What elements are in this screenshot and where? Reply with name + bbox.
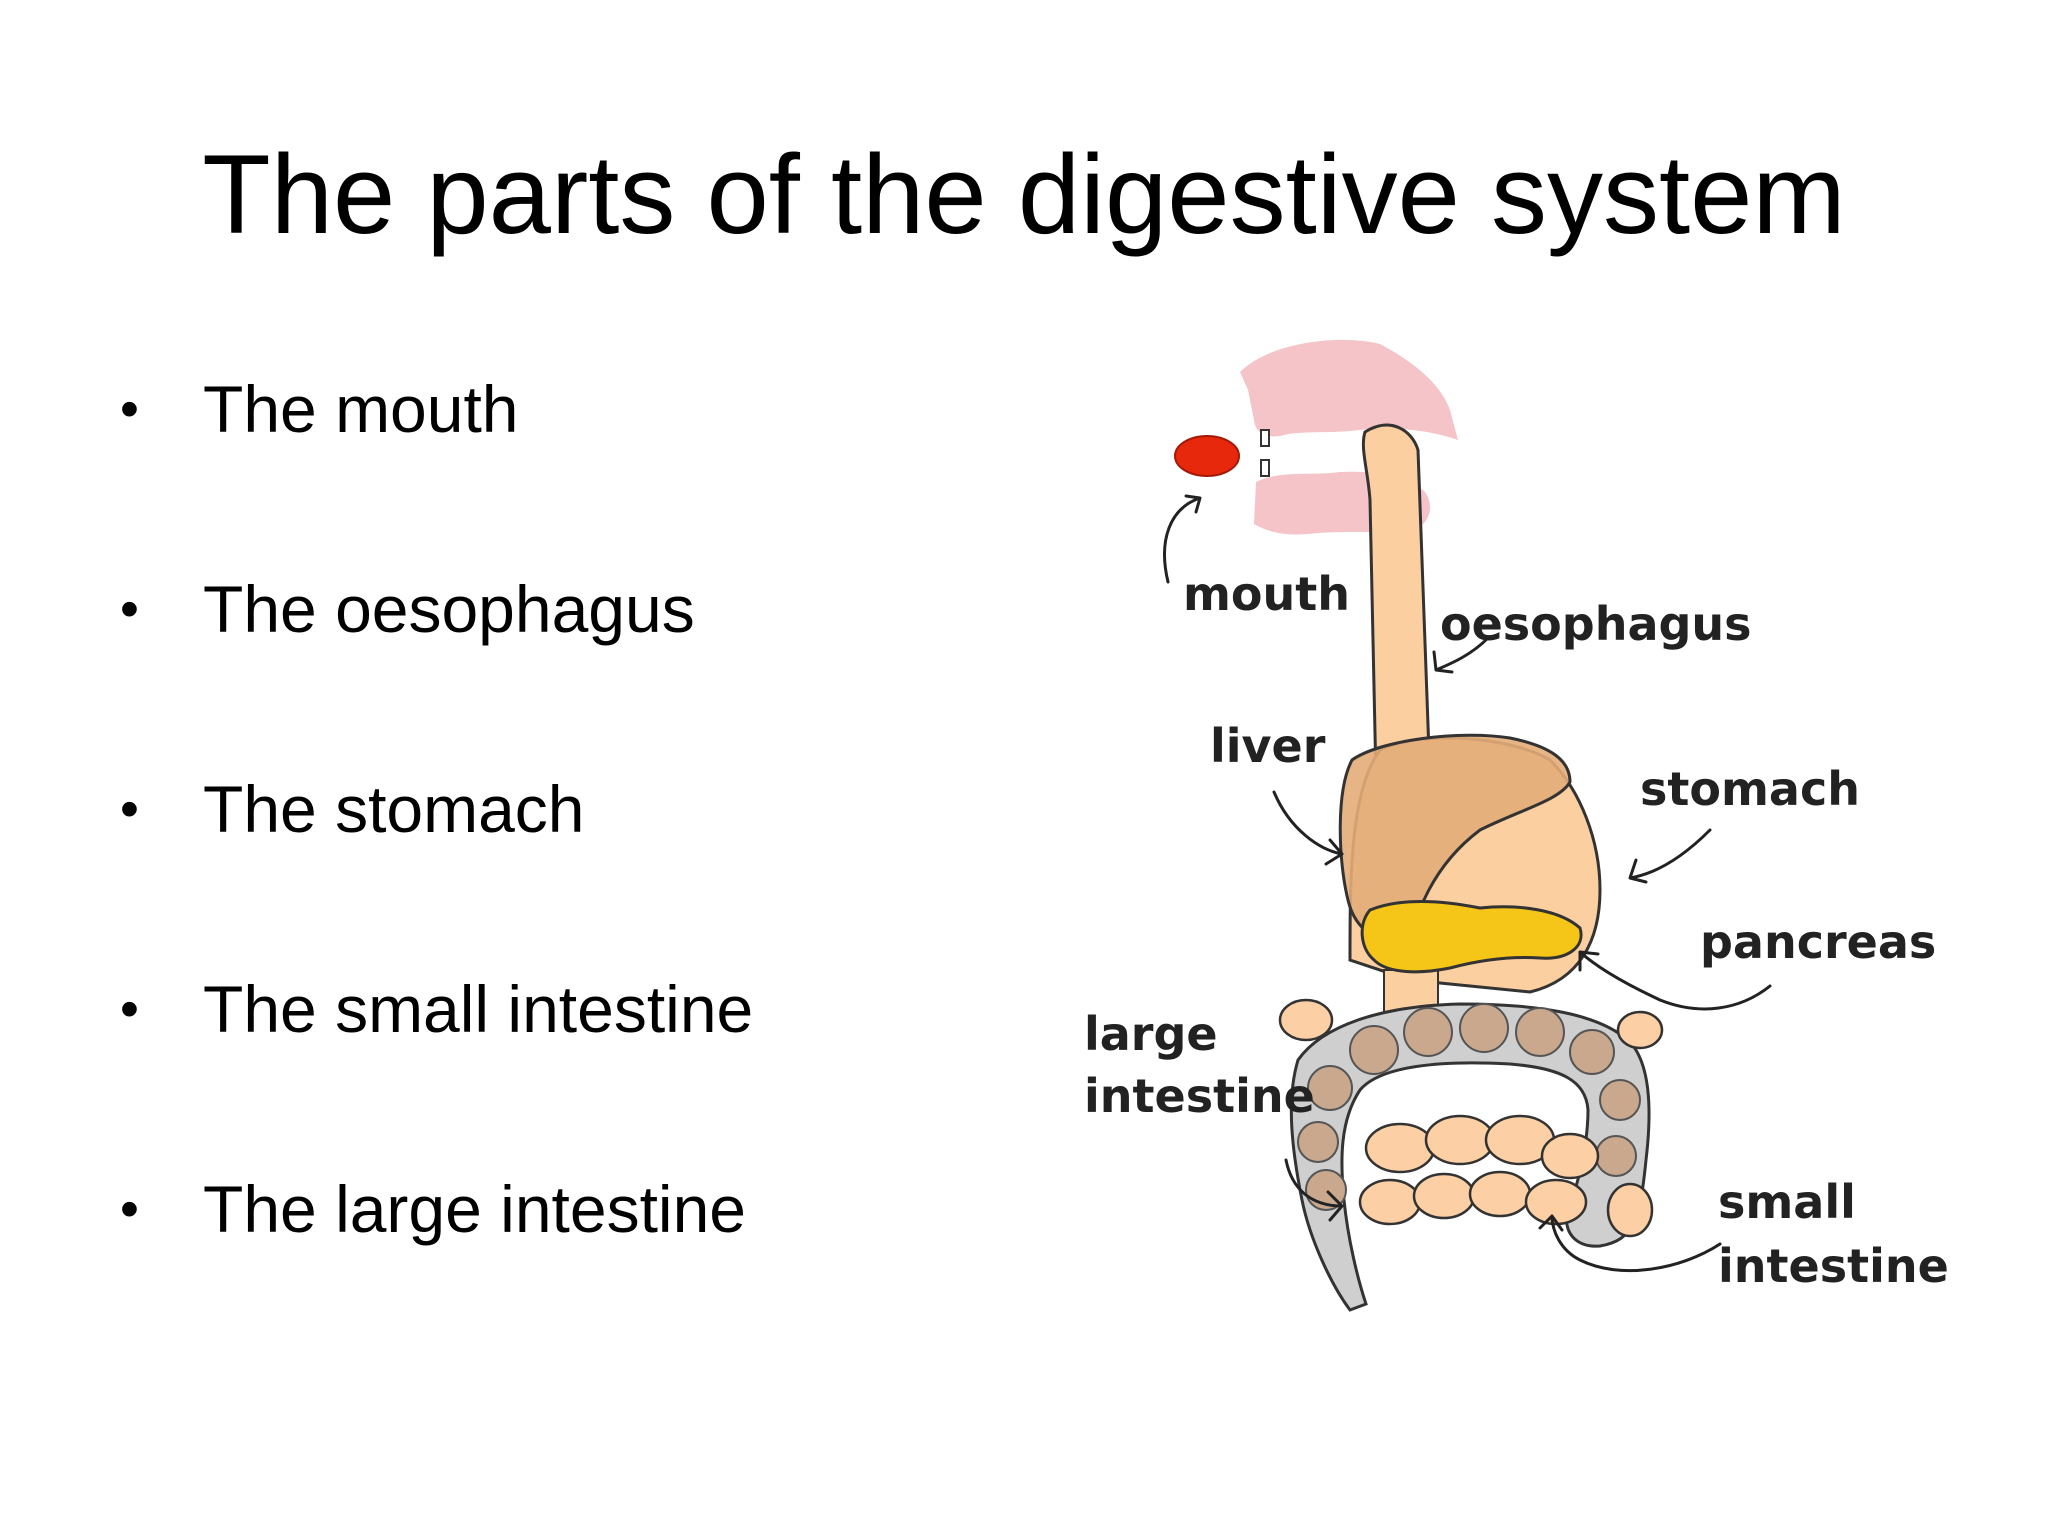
bullet-text: The large intestine: [203, 1172, 746, 1246]
label-mouth: mouth: [1183, 567, 1350, 621]
diagram-svg: mouth oesophagus liver stomach pancreas …: [1084, 339, 1949, 1312]
bullet-marker: •: [120, 779, 139, 839]
upper-tooth: [1260, 429, 1270, 447]
pancreas-arrow: [1578, 950, 1772, 1011]
mouth-upper-shape: [1240, 339, 1458, 440]
liver-shape: [1338, 733, 1572, 944]
label-pancreas: pancreas: [1700, 915, 1936, 969]
bullet-marker: •: [120, 1179, 139, 1239]
label-small-intestine-line2: intestine: [1718, 1239, 1949, 1293]
tongue-shape: [1174, 435, 1240, 477]
small-intestine-shape: [1358, 1114, 1654, 1238]
bullet-marker: •: [120, 979, 139, 1039]
mouth-arrow: [1163, 494, 1202, 584]
bullet-item-small-intestine: • The small intestine: [120, 970, 753, 1170]
bullet-text: The oesophagus: [203, 572, 695, 646]
lower-tooth: [1260, 459, 1270, 477]
stomach-arrow: [1628, 828, 1712, 884]
bullet-list: • The mouth • The oesophagus • The stoma…: [120, 370, 753, 1370]
large-intestine-shape: [1289, 1002, 1651, 1312]
label-large-intestine-line2: intestine: [1084, 1069, 1315, 1123]
upper-intestine-bumps: [1278, 998, 1664, 1050]
bullet-text: The stomach: [203, 772, 585, 846]
small-intestine-arrow: [1538, 1214, 1722, 1273]
bullet-item-mouth: • The mouth: [120, 370, 753, 570]
bullet-text: The mouth: [203, 372, 519, 446]
colon-folds: [1297, 1003, 1641, 1211]
label-liver: liver: [1210, 719, 1326, 773]
bullet-marker: •: [120, 579, 139, 639]
label-oesophagus: oesophagus: [1440, 597, 1752, 651]
pancreas-shape: [1360, 900, 1583, 974]
liver-arrow: [1272, 790, 1344, 866]
large-intestine-arrow: [1284, 1158, 1344, 1222]
bullet-item-stomach: • The stomach: [120, 770, 753, 970]
label-small-intestine-line1: small: [1718, 1175, 1856, 1229]
digestive-system-diagram: mouth oesophagus liver stomach pancreas …: [1040, 320, 2000, 1320]
bullet-text: The small intestine: [203, 972, 754, 1046]
oesophagus-arrow: [1432, 636, 1490, 674]
bullet-item-large-intestine: • The large intestine: [120, 1170, 753, 1370]
bullet-marker: •: [120, 379, 139, 439]
label-stomach: stomach: [1640, 762, 1860, 816]
label-large-intestine-line1: large: [1084, 1007, 1218, 1061]
bullet-item-oesophagus: • The oesophagus: [120, 570, 753, 770]
slide-title: The parts of the digestive system: [202, 132, 1846, 257]
